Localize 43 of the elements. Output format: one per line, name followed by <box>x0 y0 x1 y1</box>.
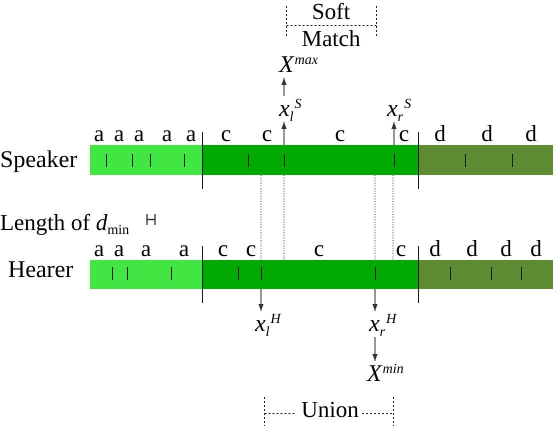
letter-label: d <box>530 237 542 260</box>
letter-label: a <box>114 237 124 260</box>
letter-label: c <box>218 237 228 260</box>
letter-label: c <box>314 237 324 260</box>
arrow <box>372 336 378 362</box>
letter-label: d <box>500 237 512 260</box>
letter-label: d <box>466 237 478 260</box>
letter-label: d <box>525 122 537 145</box>
letter-label: a <box>162 122 172 145</box>
letter-label: a <box>134 122 144 145</box>
letter-label: c <box>398 122 410 145</box>
letter-label: a <box>94 122 104 145</box>
bracket-label: Soft <box>312 0 350 24</box>
row-label: Hearer <box>8 257 74 283</box>
letter-label: c <box>334 122 346 145</box>
arrow <box>372 288 378 312</box>
segmented-bar <box>90 260 553 289</box>
letter-label: a <box>178 237 190 260</box>
variable-label: X$^{min}$ <box>367 361 404 387</box>
arrow <box>391 122 397 146</box>
letter-label: c <box>246 237 256 260</box>
row-label: Speaker <box>0 147 78 173</box>
bracket-label: Union <box>301 398 359 422</box>
letter-label: a <box>140 237 152 260</box>
arrow <box>258 288 264 312</box>
segmented-bar <box>90 145 553 175</box>
letter-label: d <box>434 122 446 145</box>
letter-label: c <box>220 122 232 145</box>
letter-label: c <box>262 122 272 145</box>
variable-label: X$^{max}$ <box>279 52 318 78</box>
letter-label: a <box>94 237 104 260</box>
letter-label: a <box>114 122 124 145</box>
dotted-line <box>392 174 394 260</box>
dotted-line <box>260 174 262 260</box>
letter-label: d <box>429 237 441 260</box>
dotted-line <box>374 174 376 260</box>
arrow <box>281 122 287 146</box>
letter-label: d <box>481 122 493 145</box>
bracket-label: Match <box>302 27 360 51</box>
letter-label: c <box>396 237 406 260</box>
note-label: Length of d$_{min}$ <box>0 210 130 236</box>
arrow <box>281 78 287 96</box>
letter-label: a <box>186 122 196 145</box>
